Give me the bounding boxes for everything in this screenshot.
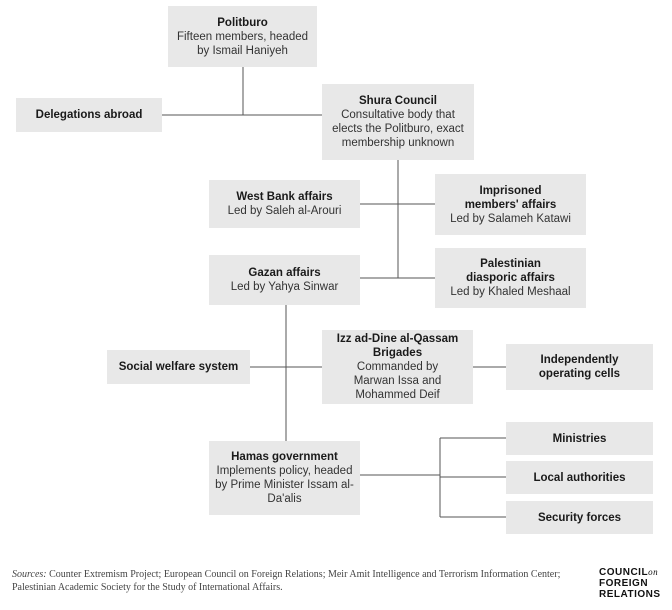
gazan-affairs-box: Gazan affairs Led by Yahya Sinwar: [209, 255, 360, 305]
qassam-brigades-box: Izz ad-Dine al-Qassam Brigades Commanded…: [322, 330, 473, 404]
security-forces-box: Security forces: [506, 501, 653, 534]
box-title: West Bank affairs: [236, 191, 333, 203]
box-title: Shura Council: [359, 95, 437, 107]
box-description: Fifteen members, headed by Ismail Haniye…: [176, 30, 309, 57]
box-title: Social welfare system: [118, 361, 239, 373]
hamas-government-box: Hamas government Implements policy, head…: [209, 441, 360, 515]
box-title: Security forces: [537, 511, 622, 524]
box-title: Gazan affairs: [248, 267, 321, 279]
box-title: Palestinian diasporic affairs: [466, 258, 555, 284]
box-description: Led by Yahya Sinwar: [230, 281, 339, 293]
politburo-box: Politburo Fifteen members, headed by Ism…: [168, 6, 317, 67]
logo-on: on: [648, 567, 659, 577]
connector-lines: [140, 67, 506, 518]
logo-line-1: COUNCIL: [599, 567, 649, 578]
sources-label: Sources:: [12, 569, 47, 580]
box-description: Led by Saleh al-Arouri: [227, 205, 342, 217]
box-title: Imprisoned members' affairs: [464, 184, 557, 211]
box-description: Led by Khaled Meshaal: [450, 286, 571, 298]
cfr-logo: COUNCILon FOREIGN RELATIONS: [599, 567, 661, 600]
box-title: Independently operating cells: [538, 354, 621, 380]
logo-line-3: RELATIONS: [599, 589, 661, 600]
box-title: Local authorities: [533, 471, 626, 484]
box-title: Izz ad-Dine al-Qassam Brigades: [336, 333, 459, 359]
diasporic-affairs-box: Palestinian diasporic affairs Led by Kha…: [435, 248, 586, 308]
ministries-box: Ministries: [506, 422, 653, 455]
local-authorities-box: Local authorities: [506, 461, 653, 494]
social-welfare-box: Social welfare system: [107, 350, 250, 384]
box-title: Delegations abroad: [35, 109, 143, 121]
box-title: Ministries: [552, 432, 607, 445]
box-description: Commanded by Marwan Issa and Mohammed De…: [353, 361, 442, 401]
sources-note: Sources: Counter Extremism Project; Euro…: [12, 568, 582, 594]
imprisoned-affairs-box: Imprisoned members' affairs Led by Salam…: [435, 174, 586, 235]
box-description: Implements policy, headed by Prime Minis…: [215, 465, 354, 505]
box-title: Politburo: [217, 16, 268, 29]
box-title: Hamas government: [231, 451, 338, 463]
box-description: Led by Salameh Katawi: [450, 212, 571, 225]
sources-text: Counter Extremism Project; European Coun…: [12, 569, 561, 593]
box-description: Consultative body that elects the Politb…: [332, 109, 464, 149]
delegations-box: Delegations abroad: [16, 98, 162, 132]
independent-cells-box: Independently operating cells: [506, 344, 653, 390]
west-bank-affairs-box: West Bank affairs Led by Saleh al-Arouri: [209, 180, 360, 228]
logo-line-2: FOREIGN: [599, 578, 649, 589]
shura-council-box: Shura Council Consultative body that ele…: [322, 84, 474, 160]
